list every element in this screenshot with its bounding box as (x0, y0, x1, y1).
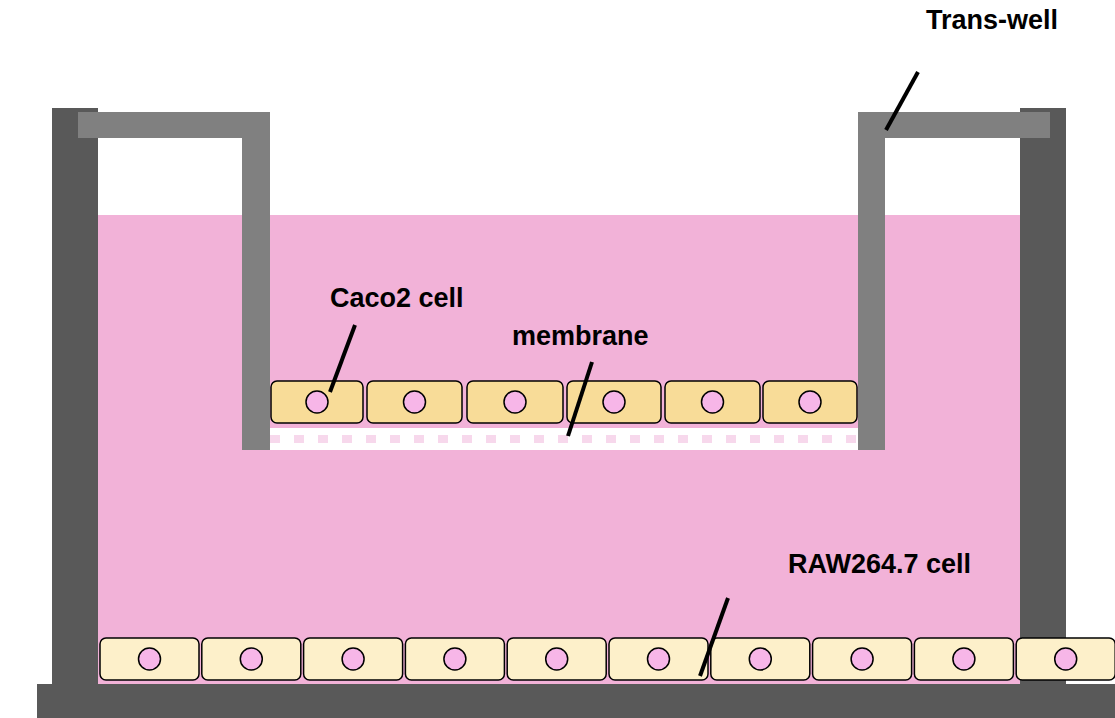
cell-body (271, 381, 363, 423)
cell-body (304, 638, 403, 680)
leader-line (886, 72, 918, 130)
cell-body (665, 381, 760, 423)
cell-nucleus (799, 391, 821, 413)
cell-nucleus (953, 648, 975, 670)
cell-nucleus (603, 391, 625, 413)
cell-body (813, 638, 912, 680)
part-label: membrane (512, 322, 649, 352)
insert-leg-left (242, 112, 270, 450)
cell-body (507, 638, 606, 680)
cell-nucleus (648, 648, 670, 670)
cell-nucleus (702, 391, 724, 413)
cell-nucleus (306, 391, 328, 413)
cell-nucleus (504, 391, 526, 413)
part-label: Trans-well (926, 6, 1058, 36)
cell-body (1016, 638, 1115, 680)
cell-body (467, 381, 563, 423)
cell-body (609, 638, 708, 680)
cell-body (763, 381, 857, 423)
cell-nucleus (749, 648, 771, 670)
cell-nucleus (444, 648, 466, 670)
membrane (270, 428, 858, 450)
cell-body (711, 638, 810, 680)
part-label: RAW264.7 cell (788, 550, 971, 580)
insert-leg-right (858, 112, 885, 450)
cell-body (100, 638, 199, 680)
cell-nucleus (851, 648, 873, 670)
cell-body (202, 638, 301, 680)
membrane-pores (270, 435, 858, 443)
cell-nucleus (546, 648, 568, 670)
raw-cells (100, 638, 1115, 680)
cell-nucleus (404, 391, 426, 413)
cell-body (367, 381, 462, 423)
leader-line (700, 598, 728, 676)
leader-line (330, 325, 355, 392)
insert-flange-left (78, 112, 270, 138)
well-wall-right (1020, 108, 1066, 698)
cell-body (405, 638, 504, 680)
leader-line (568, 362, 592, 436)
cell-body (914, 638, 1013, 680)
cell-nucleus (139, 648, 161, 670)
cell-nucleus (240, 648, 262, 670)
cell-nucleus (1055, 648, 1077, 670)
caco2-cells (271, 381, 857, 423)
part-label: Caco2 cell (330, 284, 464, 314)
well-wall-left (52, 108, 98, 698)
cell-nucleus (342, 648, 364, 670)
well-base (37, 684, 1115, 718)
